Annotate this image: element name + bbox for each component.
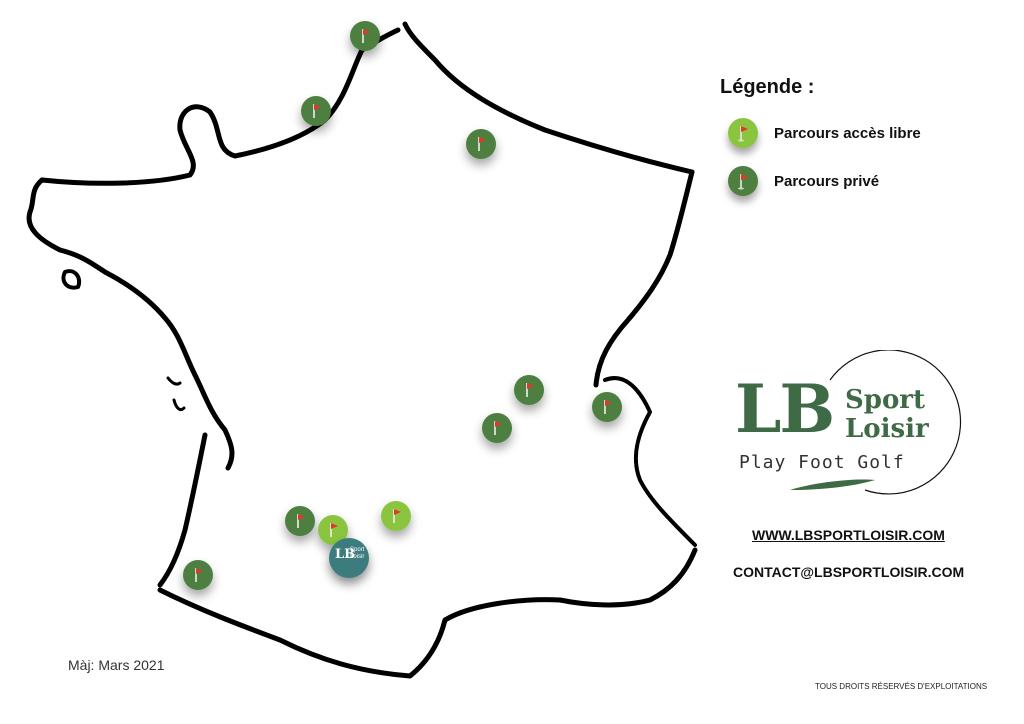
legend-item-libre: Parcours accès libre — [728, 118, 921, 148]
golf-flag-icon — [728, 166, 758, 196]
border-alps — [593, 169, 695, 388]
update-date: Màj: Mars 2021 — [68, 657, 165, 673]
legend-title: Légende : — [720, 76, 815, 98]
marker-normandie-1[interactable] — [350, 21, 380, 51]
marker-aquitaine-1[interactable] — [285, 506, 315, 536]
logo-loisir: Loisir — [845, 414, 929, 444]
marker-pays-basque[interactable] — [183, 560, 213, 590]
marker-ile-de-france[interactable] — [466, 129, 496, 159]
island-3 — [172, 398, 186, 412]
island-2 — [166, 376, 182, 386]
border-spain — [157, 547, 698, 679]
legend-item-prive: Parcours privé — [728, 166, 879, 196]
marker-rhone-2[interactable] — [482, 413, 512, 443]
logo-sport: Sport — [845, 385, 926, 415]
coastline-atlantic — [157, 432, 208, 588]
coastline-north — [39, 27, 401, 186]
logo-tagline: Play Foot Golf — [739, 452, 905, 473]
marker-alpes[interactable] — [592, 392, 622, 422]
rights-notice: TOUS DROITS RÉSERVÉS D'EXPLOITATIONS — [815, 682, 988, 691]
marker-normandie-2[interactable] — [301, 96, 331, 126]
coastline-mediterranean — [603, 376, 697, 547]
brand-logo: LB Sport Loisir Play Foot Golf — [735, 350, 965, 510]
island-1 — [61, 269, 82, 290]
golf-flag-icon — [728, 118, 758, 148]
marker-aquitaine-2[interactable] — [318, 515, 348, 545]
logo-lb: LB — [735, 370, 835, 448]
website-link[interactable]: WWW.LBSPORTLOISIR.COM — [752, 527, 945, 543]
legend-label-prive: Parcours privé — [774, 172, 880, 190]
badge-text: Sport Loisir — [350, 547, 365, 560]
logo-circle — [790, 350, 962, 495]
border-northeast — [402, 21, 695, 175]
marker-lot[interactable] — [381, 501, 411, 531]
badge-lb: LB — [335, 547, 356, 562]
lb-location-badge[interactable]: LB Sport Loisir — [329, 538, 369, 578]
coastline-brittany — [26, 177, 235, 471]
marker-rhone-1[interactable] — [514, 375, 544, 405]
legend-label-libre: Parcours accès libre — [774, 124, 921, 142]
contact-email[interactable]: CONTACT@LBSPORTLOISIR.COM — [733, 564, 965, 580]
